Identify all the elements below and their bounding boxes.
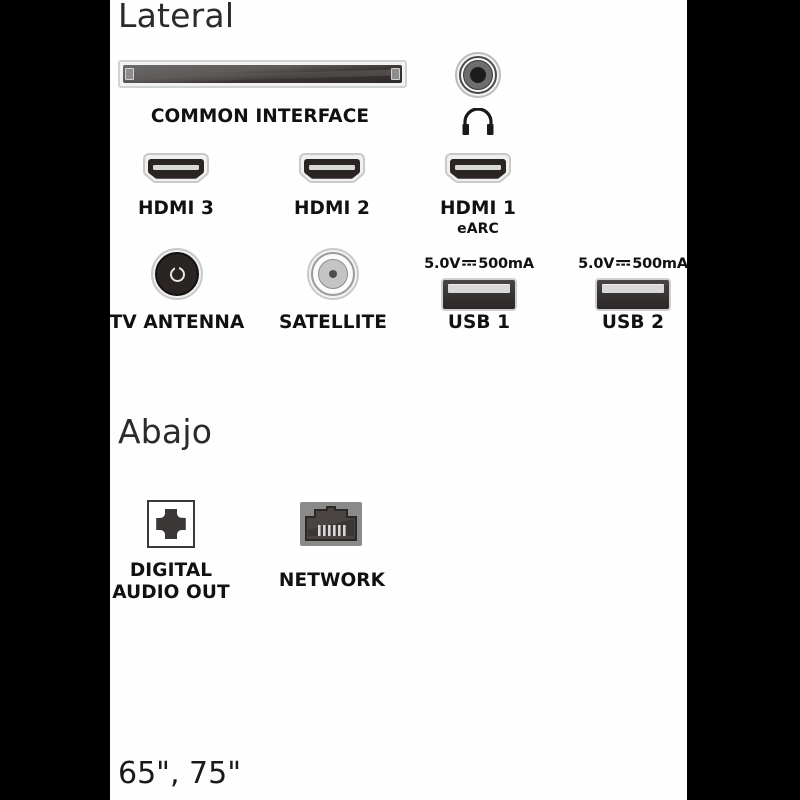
connector-panel: Lateral COMMON INTERFACE [110,0,687,800]
coax-satellite-icon [307,248,359,300]
coax-antenna-icon [151,248,203,300]
size-footnote: 65", 75" [118,756,242,791]
common-interface-label: COMMON INTERFACE [150,106,370,127]
usb-2-port[interactable] [595,278,671,311]
hdmi-1-port[interactable] [442,152,514,186]
network-label: NETWORK [278,570,386,591]
hdmi-3-port[interactable] [140,152,212,186]
hdmi-port-icon [143,153,209,183]
satellite-port[interactable] [307,248,359,300]
usb-2-power-label: 5.0V 500mA [578,256,687,272]
usb-1-current: 500mA [478,256,534,272]
usb-port-icon [441,278,517,311]
headphone-icon [460,107,496,140]
digital-audio-out-port[interactable] [147,500,195,548]
hdmi-port-icon [445,153,511,183]
hdmi-1-earc-label: eARC [457,221,499,237]
rj45-ethernet-icon [300,502,362,546]
tv-antenna-port[interactable] [151,248,203,300]
network-port[interactable] [300,502,362,546]
usb-1-power-label: 5.0V 500mA [424,256,534,272]
optical-toslink-icon [147,500,195,548]
headphone-jack-icon [455,52,501,98]
tv-antenna-label: TV ANTENNA [110,312,245,333]
satellite-label: SATELLITE [278,312,388,333]
usb-1-port[interactable] [441,278,517,311]
usb-port-icon [595,278,671,311]
hdmi-1-label: HDMI 1 [439,198,517,219]
usb-2-label: USB 2 [601,312,665,333]
usb-1-voltage: 5.0V [424,256,461,272]
hdmi-2-label: HDMI 2 [293,198,371,219]
usb-1-label: USB 1 [447,312,511,333]
digital-audio-out-label-line2: AUDIO OUT [112,582,230,603]
usb-2-current: 500mA [632,256,687,272]
common-interface-port[interactable] [118,60,407,88]
usb-2-voltage: 5.0V [578,256,615,272]
ci-slot-icon [118,60,407,88]
digital-audio-out-label-line1: DIGITAL [129,560,213,581]
headphone-port[interactable] [455,52,501,98]
hdmi-port-icon [299,153,365,183]
section-title-abajo: Abajo [118,412,213,451]
dc-symbol-icon [462,256,477,272]
dc-symbol-icon [616,256,631,272]
hdmi-2-port[interactable] [296,152,368,186]
hdmi-3-label: HDMI 3 [137,198,215,219]
section-title-lateral: Lateral [118,0,235,35]
